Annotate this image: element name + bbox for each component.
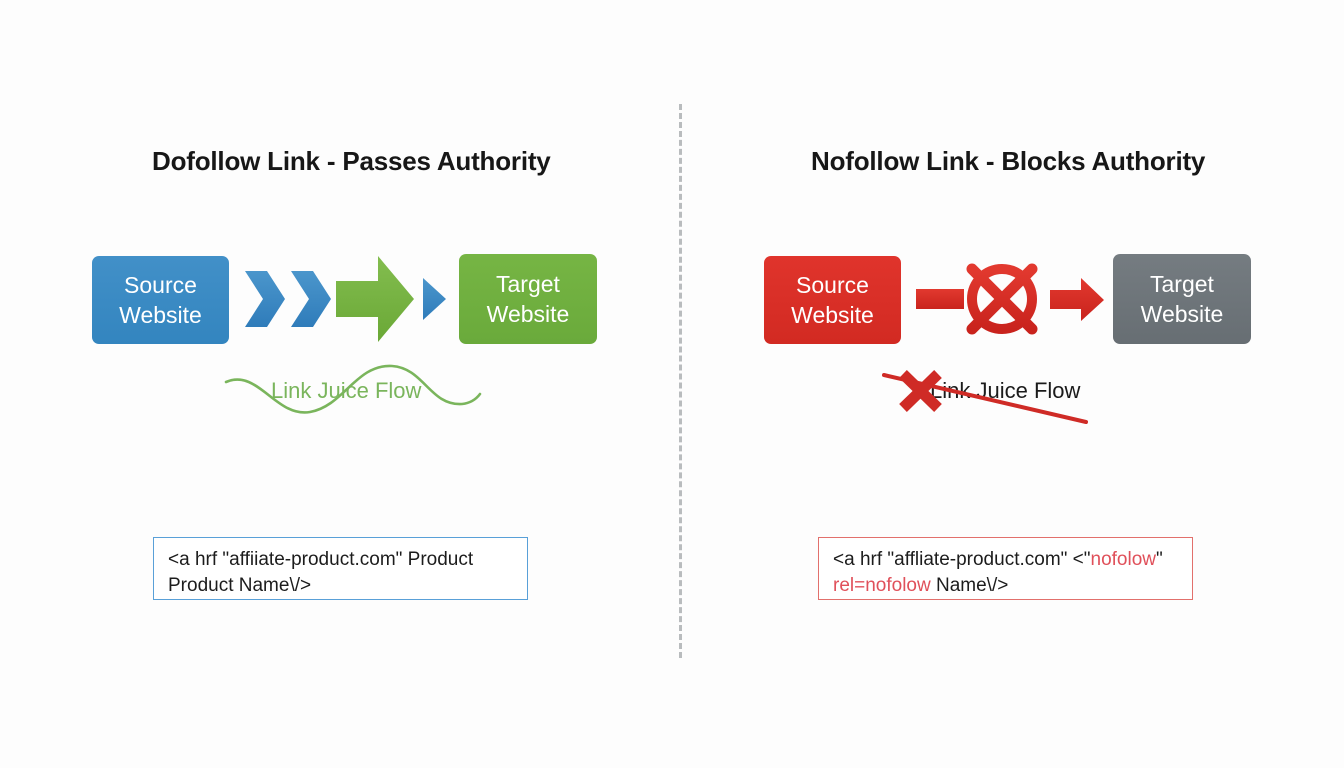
- right-code-line1-plain: <a hrf "affliate-product.com" <": [833, 549, 1091, 570]
- right-source-website-box: Source Website: [764, 256, 901, 344]
- right-target-line2: Website: [1140, 301, 1224, 327]
- left-chevron-2-icon: [291, 271, 331, 327]
- left-blue-arrow-tip-icon: [423, 278, 446, 320]
- right-target-line1: Target: [1150, 271, 1214, 297]
- left-code-line-2: Product Name\/>: [168, 575, 312, 596]
- panel-divider: [679, 104, 682, 658]
- left-source-line1: Source: [124, 272, 197, 298]
- left-source-line2: Website: [119, 302, 202, 328]
- left-panel-title: Dofollow Link - Passes Authority: [152, 146, 551, 176]
- right-circle-x-blocker-icon: [966, 263, 1038, 335]
- left-target-line1: Target: [496, 271, 560, 297]
- right-red-dash-icon: [916, 289, 964, 309]
- right-code-line-1: <a hrf "affliate-product.com" <"nofolow": [833, 547, 1178, 573]
- left-link-juice-label: Link Juice Flow: [271, 378, 422, 403]
- right-red-arrow-icon: [1050, 278, 1104, 321]
- right-code-line-2: rel=nofolow Name\/>: [833, 573, 1178, 599]
- right-code-line2-plain: Name\/>: [930, 575, 1009, 596]
- right-panel-title: Nofollow Link - Blocks Authority: [811, 146, 1206, 176]
- left-source-website-box: Source Website: [92, 256, 229, 344]
- left-target-line2: Website: [486, 301, 570, 327]
- left-code-snippet-box: <a hrf "affiiate-product.com" Product Pr…: [153, 537, 528, 600]
- right-code-line1-nofollow: nofolow: [1090, 549, 1157, 570]
- right-link-juice-label: Link Juice Flow: [930, 378, 1081, 403]
- right-code-snippet-box: <a hrf "affliate-product.com" <"nofolow"…: [818, 537, 1193, 600]
- left-target-website-box: Target Website: [459, 254, 597, 344]
- right-source-line2: Website: [791, 302, 874, 328]
- right-source-line1: Source: [796, 272, 869, 298]
- left-code-line-1: <a hrf "affiiate-product.com" Product: [168, 549, 474, 570]
- left-chevron-1-icon: [245, 271, 285, 327]
- left-green-flow-arrow-icon: [336, 256, 414, 342]
- right-target-website-box: Target Website: [1113, 254, 1251, 344]
- right-code-line2-rel: rel=nofolow: [833, 575, 931, 596]
- right-code-line1-quote: ": [1156, 549, 1163, 570]
